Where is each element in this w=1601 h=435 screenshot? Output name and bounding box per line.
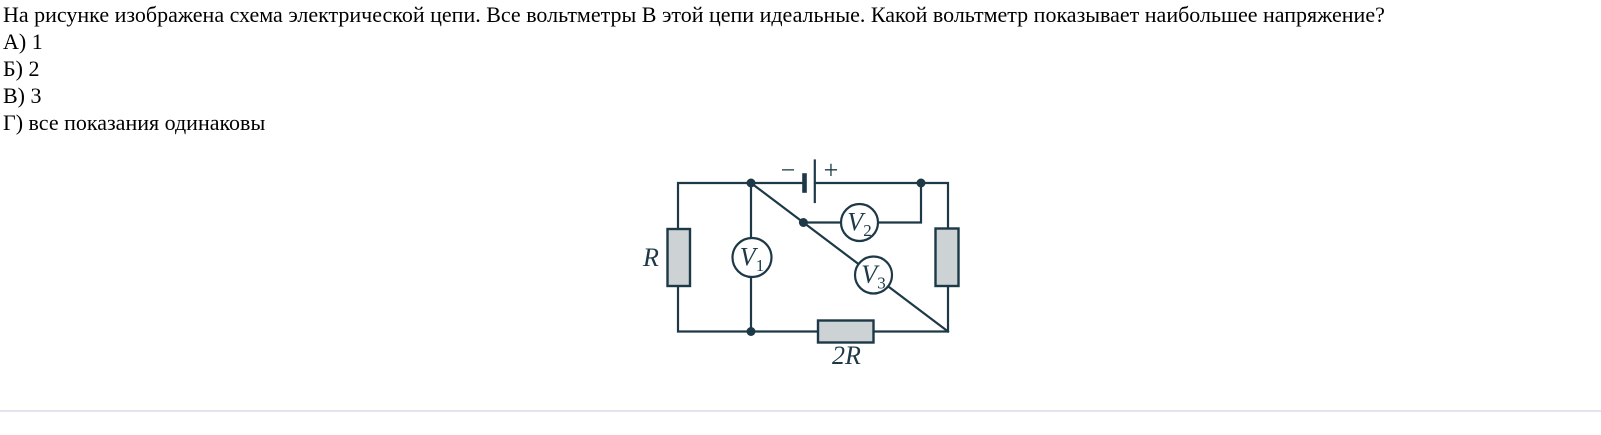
junction-dot [746,178,756,188]
question-block: На рисунке изображена схема электрическо… [3,1,1385,136]
circuit-labels: − + R 2R V1 V2 V3 [642,156,886,371]
voltmeter-v3-label: V3 [861,260,885,293]
outer-loop-wire [676,181,950,333]
voltmeter-v2-circle [839,202,880,243]
answer-option-a: А) 1 [3,29,43,54]
battery-minus-label: − [781,156,796,185]
voltmeter-v1-circle [731,236,773,279]
junction-dot [798,218,808,227]
resistor-bottom [816,319,875,344]
circuit-strokes [666,159,960,344]
resistor-left [666,227,692,288]
junction-dot [916,178,926,188]
answer-option-g: Г) все показания одинаковы [3,110,266,135]
junction-dots [746,178,926,336]
circuit-diagram: − + R 2R V1 V2 V3 [642,156,960,371]
battery-plus-label: + [824,156,839,185]
bottom-divider [0,410,1601,412]
voltmeter-v1-label: V1 [740,243,764,276]
answer-option-v: В) 3 [3,83,42,108]
resistor-r-label: R [642,243,659,272]
question-text: На рисунке изображена схема электрическо… [3,2,1385,27]
resistor-right [934,227,960,288]
diagonal-branch-wire [749,181,950,334]
answer-option-b: Б) 2 [3,56,40,81]
voltmeter-v2-label: V2 [847,208,871,241]
resistor-2r-label: 2R [832,341,861,370]
junction-dot [746,327,756,336]
voltmeter-v3-circle [853,255,894,295]
resistors [666,227,960,344]
